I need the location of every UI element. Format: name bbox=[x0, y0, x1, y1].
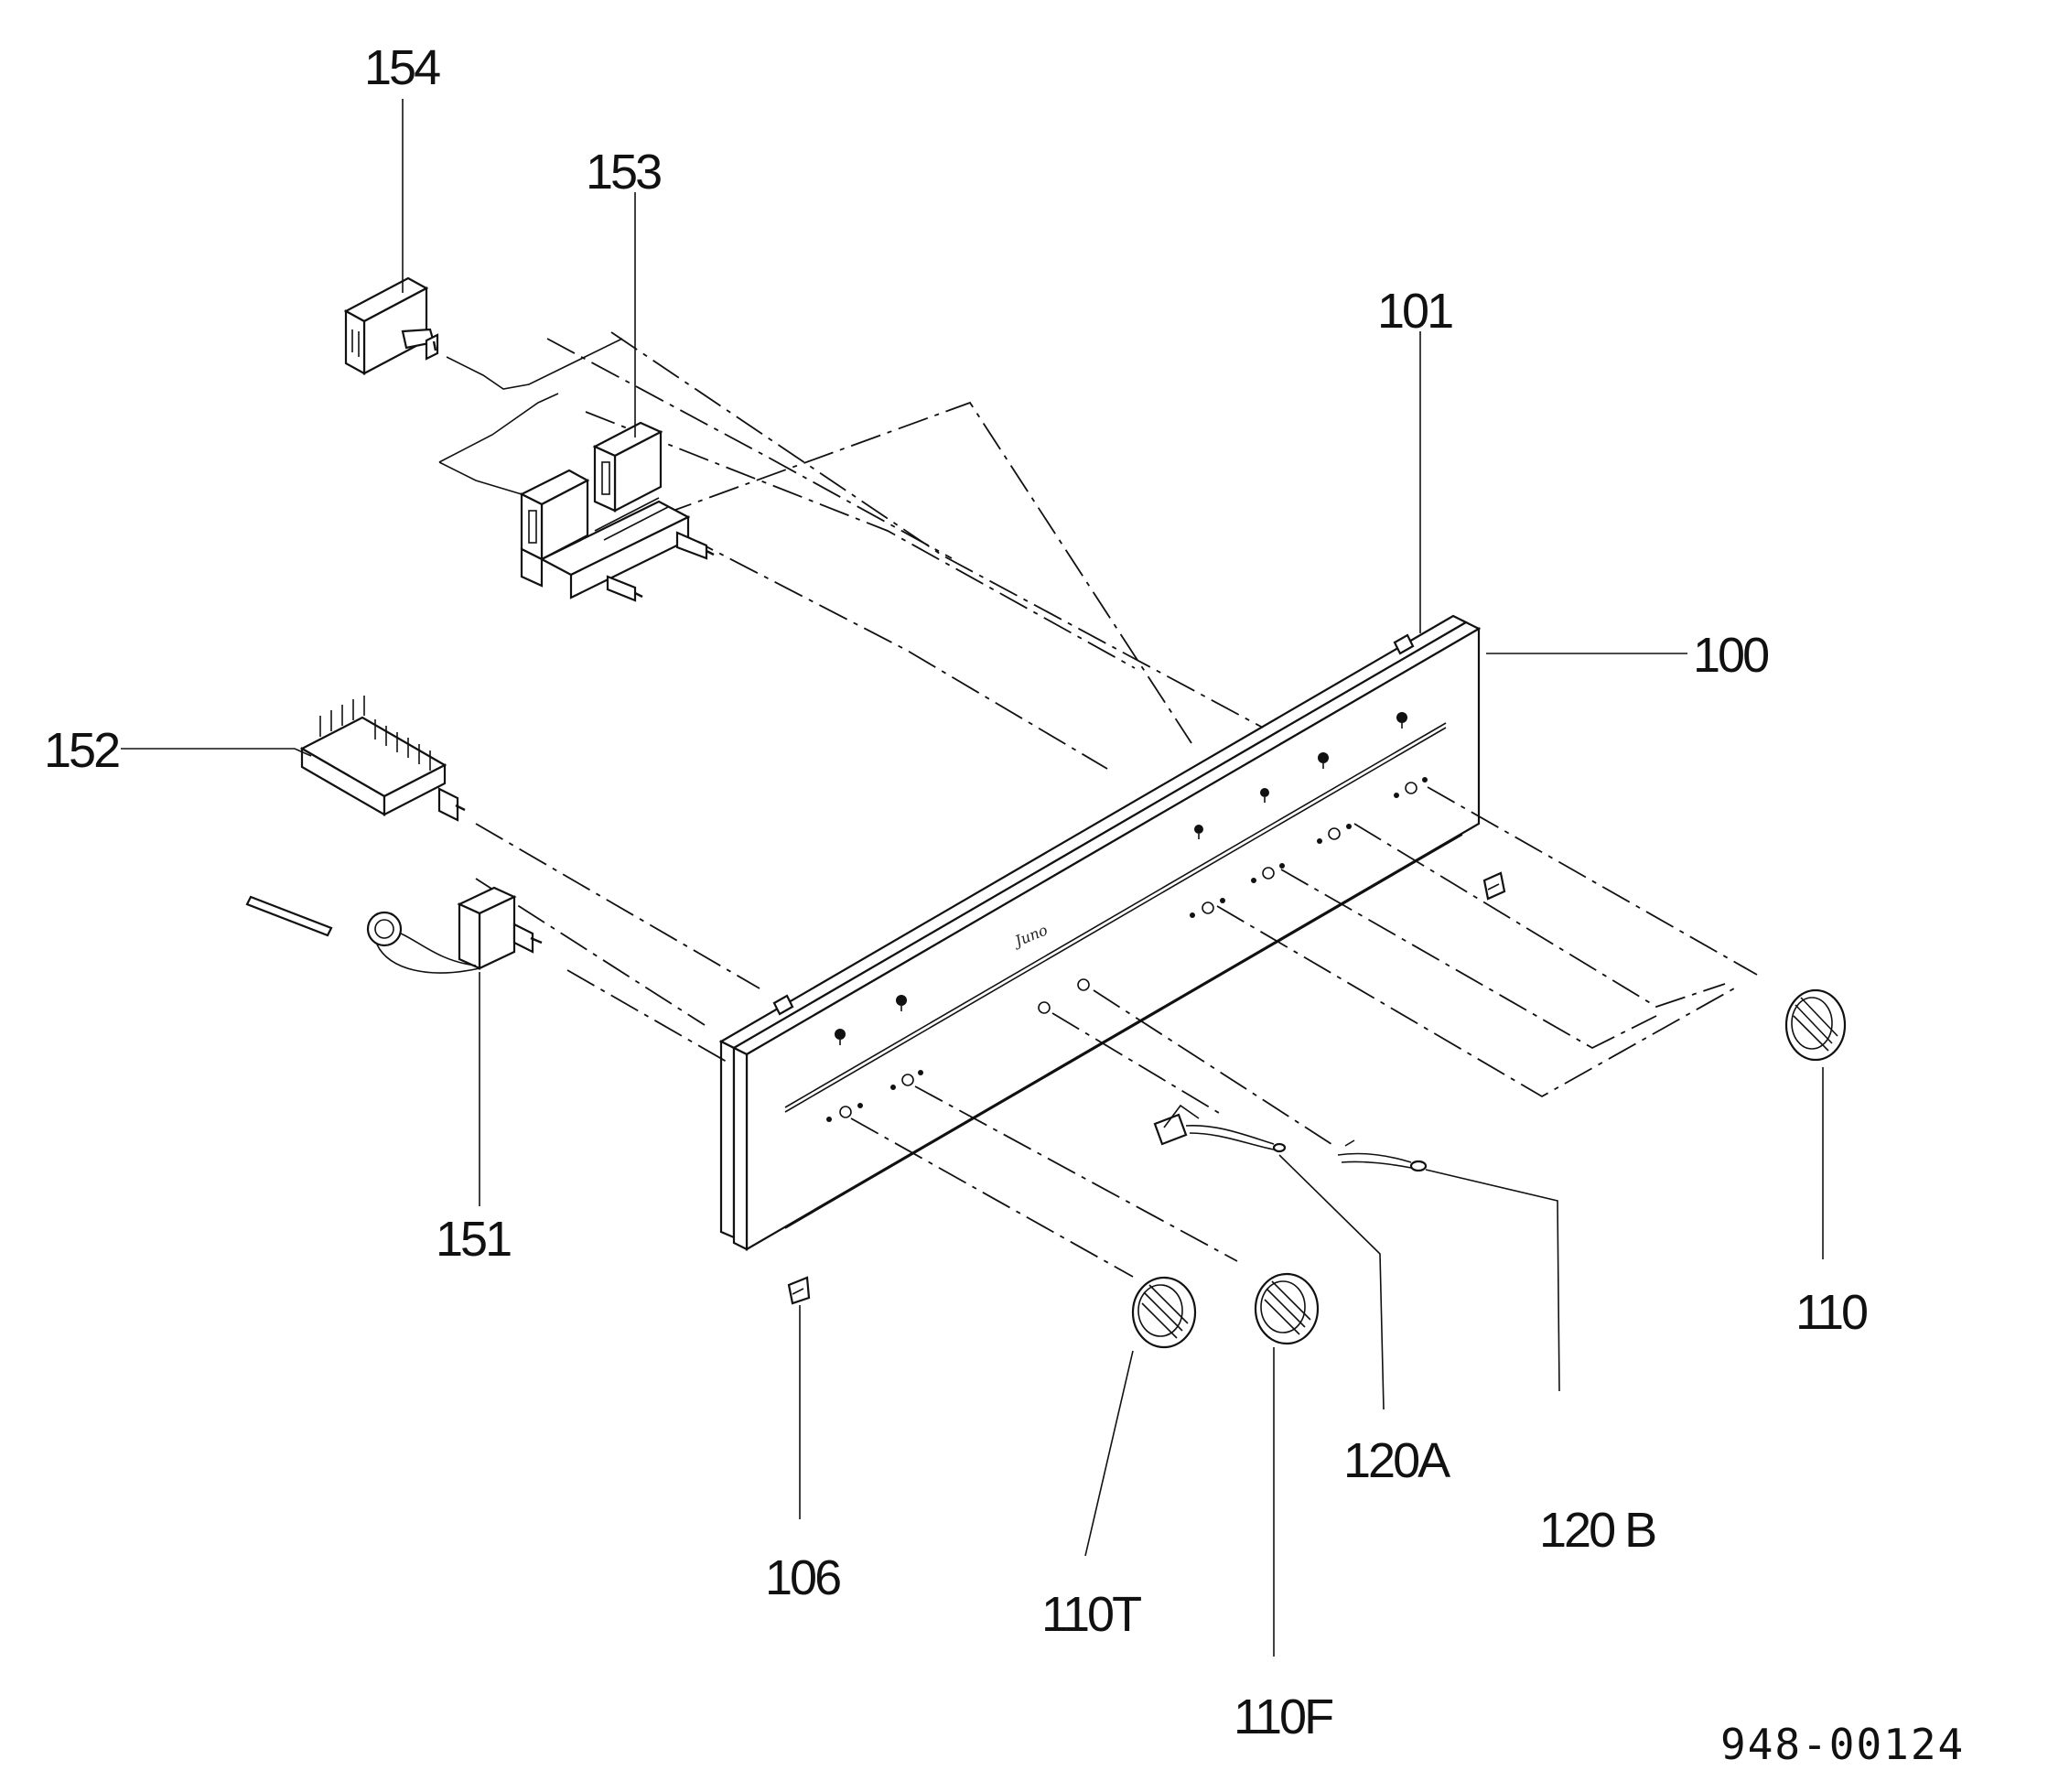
callout-106: 106 bbox=[765, 1550, 840, 1605]
callout-110: 110 bbox=[1795, 1285, 1867, 1340]
control-panel-100: Juno bbox=[718, 614, 1482, 1251]
knob-hole bbox=[1190, 898, 1225, 918]
knob-hole bbox=[1394, 777, 1428, 798]
knob-110T bbox=[1131, 1276, 1197, 1349]
callout-153: 153 bbox=[586, 145, 661, 200]
callout-110T: 110T bbox=[1041, 1587, 1141, 1642]
callout-110F: 110F bbox=[1234, 1689, 1332, 1744]
document-number: 948-00124 bbox=[1720, 1720, 1965, 1769]
indicator-120A bbox=[1153, 1104, 1287, 1153]
callout-101: 101 bbox=[1377, 284, 1452, 339]
callout-154: 154 bbox=[364, 40, 440, 95]
knob-hole bbox=[1038, 1001, 1051, 1014]
clip-101 bbox=[772, 633, 1415, 1016]
knob-110F bbox=[1254, 1272, 1320, 1345]
callout-120A: 120A bbox=[1343, 1433, 1450, 1488]
switch-block-153 bbox=[438, 393, 715, 602]
connector-line bbox=[446, 338, 623, 390]
indicator-120B bbox=[1337, 1139, 1428, 1172]
thermostat-151 bbox=[245, 886, 543, 974]
knob-hole bbox=[1077, 978, 1090, 991]
knob-hole bbox=[1251, 863, 1285, 883]
knob-110 bbox=[1784, 988, 1847, 1062]
leader-lines bbox=[121, 99, 1824, 1657]
knob-hole bbox=[890, 1070, 923, 1090]
knob-hole bbox=[1317, 824, 1352, 844]
switch-152 bbox=[299, 696, 466, 822]
callout-152: 152 bbox=[44, 723, 119, 778]
callout-120B: 120 B bbox=[1539, 1503, 1655, 1558]
rotary-switch-154 bbox=[343, 276, 439, 375]
bracket-106 bbox=[787, 871, 1506, 1305]
projection-lines bbox=[475, 331, 1758, 1278]
knob-hole bbox=[826, 1103, 863, 1122]
callout-100: 100 bbox=[1693, 628, 1768, 683]
callout-151: 151 bbox=[436, 1212, 511, 1267]
